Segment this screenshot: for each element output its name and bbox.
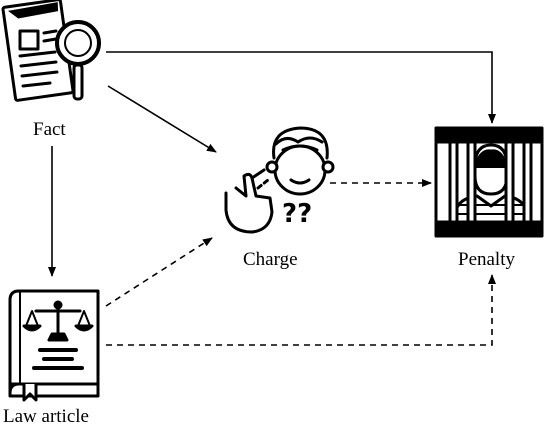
edge-fact-to-charge [107,85,217,153]
svg-text:??: ?? [282,199,312,229]
charge-label: Charge [243,249,298,270]
edge-law-article-to-penalty [106,274,496,346]
penalty-label: Penalty [458,249,515,270]
law-book-scales-icon [8,289,100,402]
law-article-label: Law article [3,406,89,427]
edge-law-article-to-charge [105,237,213,307]
pointing-person-question-icon: ?? [224,126,335,234]
prisoner-behind-bars-icon [434,126,544,238]
document-magnifier-icon [1,0,101,102]
edge-fact-to-penalty [106,51,496,124]
fact-label: Fact [33,119,66,140]
